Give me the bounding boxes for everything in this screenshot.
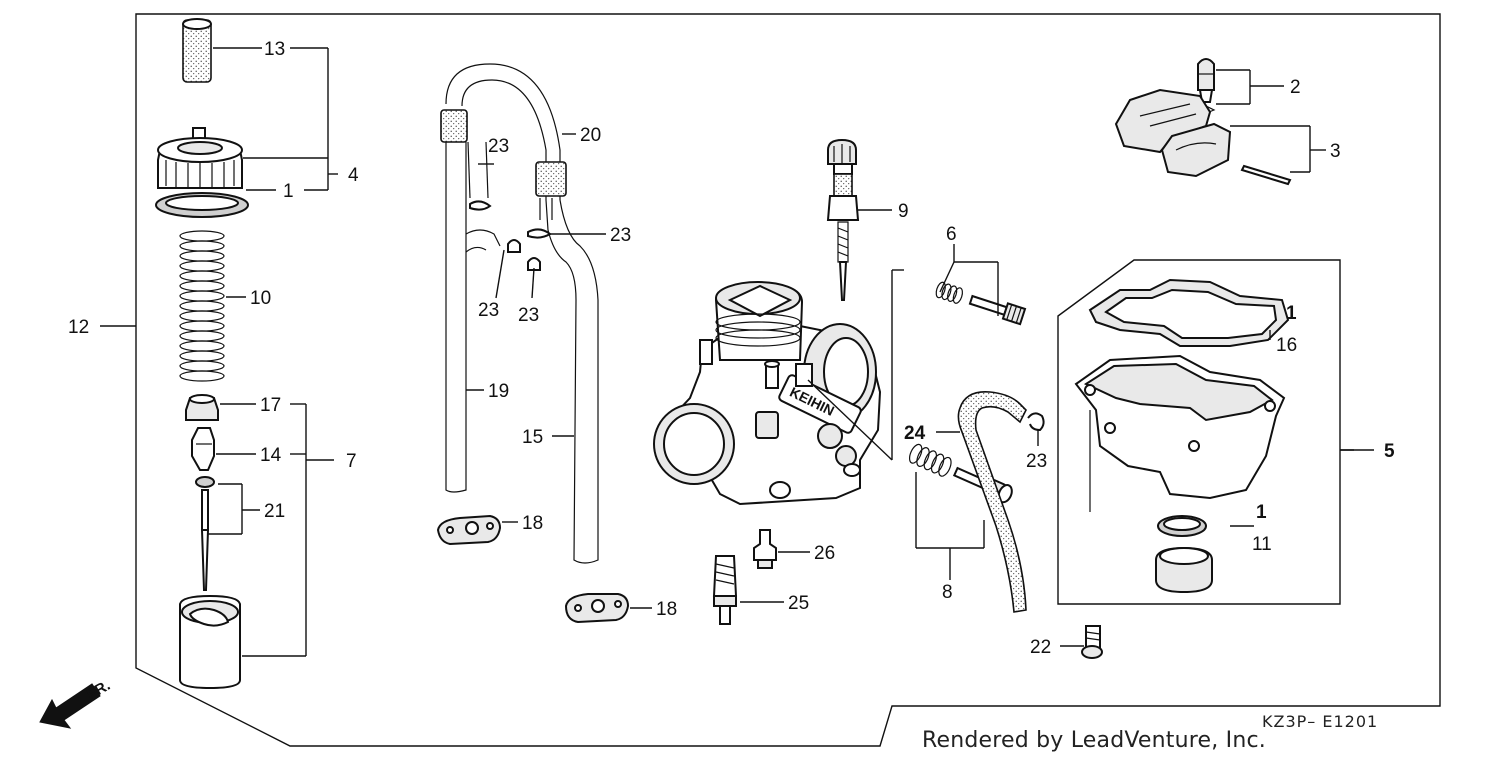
callout-24: 24: [904, 423, 926, 444]
callout-19: 19: [488, 381, 509, 402]
screw-leader-lines: [915, 244, 1039, 580]
callout-9: 9: [898, 201, 909, 222]
callout-11: 11: [1252, 534, 1272, 555]
throttle-spring-part: [179, 230, 225, 382]
callout-23-a: 23: [488, 136, 509, 157]
callout-12: 12: [68, 317, 89, 338]
hose-clip-part: [469, 200, 492, 211]
callout-23-d: 23: [518, 305, 539, 326]
hose-band-right: [535, 161, 567, 197]
callout-23-e: 23: [1026, 451, 1047, 472]
float-bowl-parts: [1074, 278, 1290, 659]
float-part: [1114, 88, 1212, 154]
carburetor-body: KEIHIN: [653, 138, 882, 625]
front-arrow-icon: [39, 683, 101, 729]
callout-23-c: 23: [478, 300, 499, 321]
top-cap-assembly: [155, 18, 249, 690]
callout-5: 5: [1384, 441, 1395, 462]
float-bowl-box: [1057, 259, 1354, 605]
callout-10: 10: [250, 288, 271, 309]
callout-17: 17: [260, 395, 281, 416]
callout-2: 2: [1290, 77, 1301, 98]
float-pin-part: [1240, 164, 1292, 186]
callout-1-c: 1: [1256, 502, 1267, 523]
callout-18-a: 18: [522, 513, 543, 534]
callout-16: 16: [1276, 335, 1297, 356]
render-credit: Rendered by LeadVenture, Inc.: [922, 728, 1266, 753]
float-leader-lines: [1216, 69, 1326, 173]
callout-3: 3: [1330, 141, 1341, 162]
front-direction-arrow: FR.: [39, 677, 113, 729]
callout-15: 15: [522, 427, 543, 448]
callout-23-b: 23: [610, 225, 631, 246]
callout-14: 14: [260, 445, 282, 466]
idle-screw-part: [935, 281, 1027, 326]
callout-21: 21: [264, 501, 285, 522]
callout-20: 20: [580, 125, 601, 146]
callout-8: 8: [942, 582, 953, 603]
hose-band-left: [440, 109, 468, 143]
callout-22: 22: [1030, 637, 1051, 658]
middle-leader-lines: [466, 133, 652, 609]
callout-7: 7: [346, 451, 357, 472]
callout-labels: 13 4 1 10 12 17 14 7 21 20 23 23 23 23 1…: [68, 39, 1395, 658]
diagram-frame: [135, 13, 1441, 747]
breather-hoses: [436, 63, 630, 624]
overflow-hose-part: [957, 391, 1027, 613]
needle-clip-part: [195, 476, 215, 488]
bowl-screw-part: [1085, 625, 1101, 649]
callout-13: 13: [264, 39, 285, 60]
callout-18-b: 18: [656, 599, 677, 620]
center-leader-lines: [740, 209, 904, 603]
callout-4: 4: [348, 165, 359, 186]
callout-1-b: 1: [1286, 303, 1297, 324]
jet-needle-part: [200, 529, 210, 591]
callout-25: 25: [788, 593, 809, 614]
callout-26: 26: [814, 543, 835, 564]
callout-1: 1: [283, 181, 294, 202]
left-leader-lines: [100, 47, 338, 657]
callout-6: 6: [946, 224, 957, 245]
bowl-leader-lines: [1060, 330, 1271, 647]
screw-and-hose-group: [908, 281, 1045, 613]
drawing-number: KZ3P– E1201: [1262, 712, 1379, 731]
float-parts: [1114, 58, 1292, 186]
pilot-jet-part: [753, 529, 777, 561]
needle-holder-part: [191, 427, 215, 471]
